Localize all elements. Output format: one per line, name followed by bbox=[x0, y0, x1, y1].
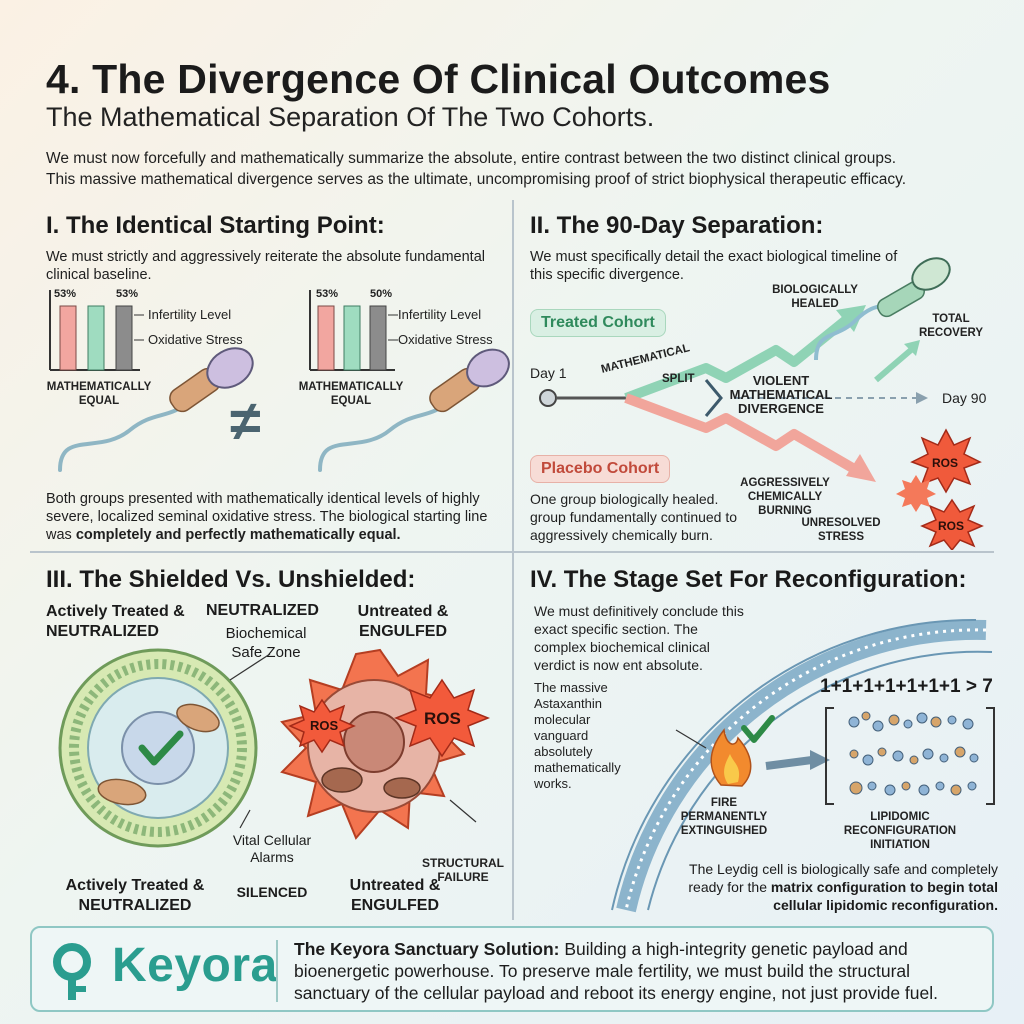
right-bar-oxidative bbox=[369, 305, 387, 371]
healed-sperm-icon bbox=[814, 257, 951, 361]
cells-illustration: ROS ROS bbox=[58, 648, 491, 848]
right-legend-infertility: Infertility Level bbox=[398, 307, 482, 322]
not-equal-icon: ≠ bbox=[230, 389, 261, 452]
silenced-label: SILENCED bbox=[236, 884, 308, 900]
check-icon bbox=[138, 730, 184, 766]
section1-title: I. The Identical Starting Point: bbox=[46, 212, 385, 239]
section4-desc: We must definitively conclude this exact… bbox=[534, 603, 744, 673]
fire-extinguished-label: FIRE PERMANENTLY EXTINGUISHED bbox=[680, 797, 768, 837]
section2-body: One group biologically healed. group fun… bbox=[530, 491, 738, 543]
shielded-cell-icon bbox=[58, 648, 258, 848]
section2-desc: We must specifically detail the exact bi… bbox=[530, 249, 898, 283]
day1-label: Day 1 bbox=[530, 365, 567, 381]
section1-illustration: ≠ bbox=[49, 290, 510, 472]
section4-title: IV. The Stage Set For Reconfiguration: bbox=[530, 566, 967, 593]
footer-body: Building a high-integrity genetic payloa… bbox=[294, 939, 939, 1003]
intro-line-1: We must now forcefully and mathematicall… bbox=[46, 150, 897, 167]
page-subtitle: The Mathematical Separation Of The Two C… bbox=[46, 102, 655, 132]
biologically-healed-label: BIOLOGICALLY HEALED bbox=[772, 284, 858, 310]
footer-separator bbox=[276, 940, 278, 1002]
section1-body-plain: Both groups presented with mathematicall… bbox=[46, 491, 488, 543]
total-recovery-label: TOTAL RECOVERY bbox=[918, 313, 984, 339]
section4-body-bold: matrix configuration to begin total cell… bbox=[770, 879, 998, 913]
section4-body: The Leydig cell is biologically safe and… bbox=[680, 860, 998, 914]
aggressively-burning-label: AGGRESSIVELY CHEMICALLY BURNING bbox=[740, 477, 830, 517]
vanguard-text: The massive Astaxanthin molecular vangua… bbox=[534, 680, 621, 791]
section3-bottom-right-label: Untreated & ENGULFED bbox=[349, 877, 441, 914]
equation-label: 1+1+1+1+1+1+1 > 7 bbox=[820, 676, 993, 697]
section2-title: II. The 90-Day Separation: bbox=[530, 212, 824, 239]
ros-label-1: ROS bbox=[932, 456, 958, 470]
unresolved-stress-label: UNRESOLVED STRESS bbox=[801, 517, 881, 543]
right-equal-label: MATHEMATICALLY EQUAL bbox=[298, 381, 404, 407]
section3-bottom-left-label: Actively Treated & NEUTRALIZED bbox=[65, 877, 205, 914]
section4-body-plain: The Leydig cell is biologically safe and… bbox=[688, 861, 998, 895]
vertical-divider bbox=[512, 200, 514, 920]
ros-label-2: ROS bbox=[938, 519, 964, 533]
reconfiguration-illustration bbox=[611, 618, 995, 913]
structural-failure-label: STRUCTURAL FAILURE bbox=[422, 856, 504, 884]
ros-burst-left-icon bbox=[288, 698, 356, 754]
right-bar-infertility-a bbox=[317, 305, 335, 371]
footer-text: The Keyora Sanctuary Solution: Building … bbox=[294, 938, 984, 1004]
right-bar-infertility-b bbox=[343, 305, 361, 371]
arrow-right-icon bbox=[810, 750, 830, 770]
footer-banner: Keyora The Keyora Sanctuary Solution: Bu… bbox=[30, 926, 994, 1012]
treated-path bbox=[624, 316, 850, 403]
ros-label-3: ROS bbox=[310, 718, 339, 733]
section3-top-left-label: Actively Treated & NEUTRALIZED bbox=[46, 603, 185, 640]
right-bar-label-a: 53% bbox=[316, 288, 339, 300]
ros-burst-icon bbox=[896, 428, 984, 550]
split-label: SPLIT bbox=[662, 373, 695, 385]
footer-lead: The Keyora Sanctuary Solution: bbox=[294, 939, 560, 959]
left-bar-infertility-a bbox=[59, 305, 77, 371]
molecule-grid-icon bbox=[848, 711, 979, 796]
section3-top-right-label: Untreated & ENGULFED bbox=[357, 603, 449, 640]
section1-desc: We must strictly and aggressively reiter… bbox=[46, 249, 485, 283]
violent-divergence-label: VIOLENT MATHEMATICAL DIVERGENCE bbox=[729, 373, 833, 416]
sperm-right-icon bbox=[318, 348, 510, 472]
fire-icon bbox=[710, 728, 752, 787]
safe-zone-label: Biochemical Safe Zone bbox=[225, 625, 307, 661]
lipidomic-label: LIPIDOMIC RECONFIGURATION INITIATION bbox=[843, 811, 957, 851]
ros-label-4: ROS bbox=[424, 709, 461, 728]
neutralized-label: NEUTRALIZED bbox=[206, 602, 319, 619]
horizontal-divider bbox=[30, 551, 994, 553]
check-small-icon bbox=[741, 715, 775, 743]
ros-burst-right-icon bbox=[393, 678, 491, 758]
divergence-diagram: ROS ROS bbox=[539, 257, 984, 550]
intro-text: We must now forcefully and mathematicall… bbox=[46, 148, 996, 190]
day90-label: Day 90 bbox=[942, 390, 987, 406]
section1-body: Both groups presented with mathematicall… bbox=[46, 490, 491, 544]
placebo-cohort-label: Placebo Cohort bbox=[530, 455, 671, 483]
left-legend-oxidative: Oxidative Stress bbox=[148, 332, 243, 347]
page-title: 4. The Divergence Of Clinical Outcomes bbox=[46, 56, 831, 102]
right-legend-oxidative: Oxidative Stress bbox=[398, 332, 493, 347]
sperm-left-icon bbox=[58, 347, 254, 472]
left-bar-infertility-b bbox=[87, 305, 105, 371]
vital-alarms-label: Vital Cellular Alarms bbox=[232, 832, 312, 865]
left-bar-oxidative bbox=[115, 305, 133, 371]
treated-cohort-label: Treated Cohort bbox=[530, 309, 666, 337]
right-bar-label-b: 50% bbox=[370, 288, 393, 300]
keyora-key-icon bbox=[53, 943, 91, 1000]
section1-body-bold: completely and perfectly mathematically … bbox=[75, 527, 401, 543]
brand-name: Keyora bbox=[112, 939, 278, 992]
left-equal-label: MATHEMATICALLY EQUAL bbox=[46, 381, 152, 407]
intro-line-2: This massive mathematical divergence ser… bbox=[46, 171, 907, 188]
placebo-path bbox=[624, 393, 859, 475]
left-bar-label-a: 53% bbox=[54, 288, 77, 300]
section3-title: III. The Shielded Vs. Unshielded: bbox=[46, 566, 416, 593]
day1-marker bbox=[539, 389, 557, 407]
left-bar-label-b: 53% bbox=[116, 288, 139, 300]
left-legend-infertility: Infertility Level bbox=[148, 307, 232, 322]
